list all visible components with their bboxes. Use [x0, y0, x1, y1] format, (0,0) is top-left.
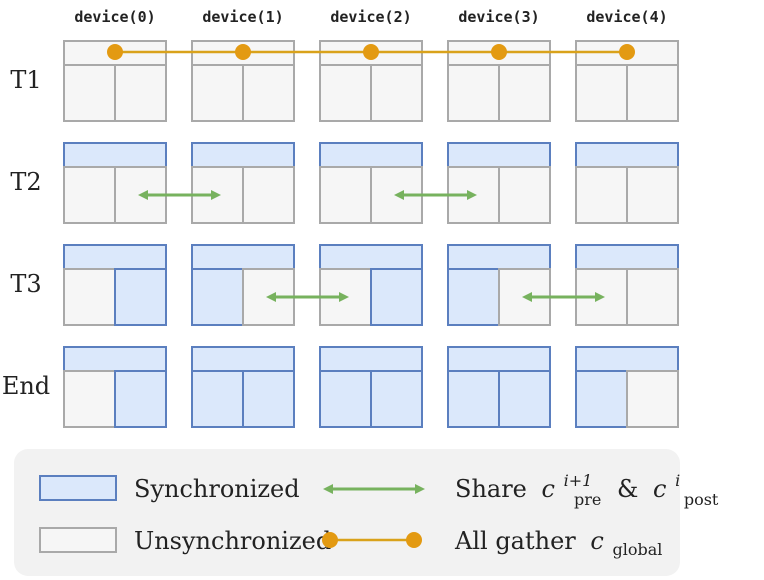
- device-block-3: [447, 40, 551, 122]
- row-label: End: [2, 372, 50, 400]
- bottom-left-segment: [63, 370, 116, 428]
- row-t1: T1: [10, 40, 679, 122]
- top-segment: [191, 142, 295, 168]
- device-header-3: device(3): [458, 8, 539, 26]
- bottom-left-segment: [63, 166, 116, 224]
- device-block-1: [191, 142, 295, 224]
- bottom-left-segment: [63, 268, 116, 326]
- bottom-right-segment: [626, 370, 679, 428]
- legend-gather-dot-left: [322, 532, 338, 548]
- legend-share-text: Share c i+1 pre & c i post: [455, 464, 719, 511]
- legend-synchronized-label: Synchronized: [134, 475, 300, 503]
- bottom-left-segment: [191, 64, 244, 122]
- device-header-0: device(0): [74, 8, 155, 26]
- top-segment: [575, 142, 679, 168]
- row-label: T2: [10, 168, 41, 196]
- bottom-right-segment: [242, 64, 295, 122]
- device-header-1: device(1): [202, 8, 283, 26]
- top-segment: [63, 244, 167, 270]
- top-segment: [63, 142, 167, 168]
- bottom-right-segment: [370, 64, 423, 122]
- bottom-right-segment: [370, 268, 423, 326]
- top-segment: [319, 244, 423, 270]
- device-block-0: [63, 40, 167, 122]
- row-t2: T2: [10, 142, 679, 224]
- device-block-1: [191, 346, 295, 428]
- legend-unsynchronized-swatch: [39, 527, 117, 553]
- bottom-left-segment: [319, 166, 372, 224]
- all-gather-dot-0: [107, 44, 123, 60]
- device-block-0: [63, 142, 167, 224]
- row-label: T1: [10, 66, 41, 94]
- device-block-4: [575, 346, 679, 428]
- bottom-right-segment: [242, 370, 295, 428]
- bottom-left-segment: [319, 64, 372, 122]
- row-end: End: [2, 346, 679, 428]
- row-label: T3: [10, 270, 41, 298]
- bottom-left-segment: [319, 370, 372, 428]
- all-gather-dot-3: [491, 44, 507, 60]
- bottom-right-segment: [370, 370, 423, 428]
- bottom-right-segment: [242, 166, 295, 224]
- bottom-right-segment: [498, 64, 551, 122]
- bottom-right-segment: [626, 166, 679, 224]
- bottom-left-segment: [191, 268, 244, 326]
- bottom-left-segment: [191, 370, 244, 428]
- legend: Synchronized Unsynchronized Share c i+1 …: [14, 449, 719, 576]
- device-block-2: [319, 346, 423, 428]
- device-headers: device(0) device(1) device(2) device(3) devi…: [74, 8, 667, 26]
- legend-background: [14, 449, 680, 576]
- device-block-2: [319, 244, 423, 326]
- device-block-0: [63, 244, 167, 326]
- device-block-3: [447, 244, 551, 326]
- top-segment: [191, 346, 295, 372]
- top-segment: [447, 346, 551, 372]
- top-segment: [319, 142, 423, 168]
- bottom-left-segment: [575, 370, 628, 428]
- top-segment: [575, 346, 679, 372]
- device-header-2: device(2): [330, 8, 411, 26]
- device-block-0: [63, 346, 167, 428]
- device-block-3: [447, 142, 551, 224]
- bottom-left-segment: [575, 166, 628, 224]
- legend-gather-text: All gather c global: [454, 527, 662, 559]
- bottom-left-segment: [447, 370, 500, 428]
- bottom-left-segment: [447, 64, 500, 122]
- bottom-left-segment: [63, 64, 116, 122]
- bottom-right-segment: [498, 166, 551, 224]
- top-segment: [575, 244, 679, 270]
- device-block-2: [319, 142, 423, 224]
- device-block-3: [447, 346, 551, 428]
- legend-gather-dot-right: [406, 532, 422, 548]
- device-header-4: device(4): [586, 8, 667, 26]
- legend-unsynchronized-label: Unsynchronized: [134, 527, 331, 555]
- top-segment: [319, 346, 423, 372]
- bottom-right-segment: [498, 370, 551, 428]
- legend-all-gather-line: [322, 532, 422, 548]
- top-segment: [191, 244, 295, 270]
- top-segment: [63, 346, 167, 372]
- all-gather-dot-1: [235, 44, 251, 60]
- bottom-left-segment: [447, 268, 500, 326]
- device-block-4: [575, 244, 679, 326]
- bottom-right-segment: [114, 268, 167, 326]
- all-gather-dot-4: [619, 44, 635, 60]
- bottom-right-segment: [114, 64, 167, 122]
- all-gather-dot-2: [363, 44, 379, 60]
- top-segment: [447, 244, 551, 270]
- bottom-right-segment: [626, 64, 679, 122]
- row-t3: T3: [10, 244, 679, 326]
- legend-synchronized-swatch: [39, 475, 117, 501]
- bottom-left-segment: [575, 64, 628, 122]
- device-block-4: [575, 142, 679, 224]
- bottom-right-segment: [114, 370, 167, 428]
- device-block-1: [191, 244, 295, 326]
- bottom-right-segment: [626, 268, 679, 326]
- top-segment: [447, 142, 551, 168]
